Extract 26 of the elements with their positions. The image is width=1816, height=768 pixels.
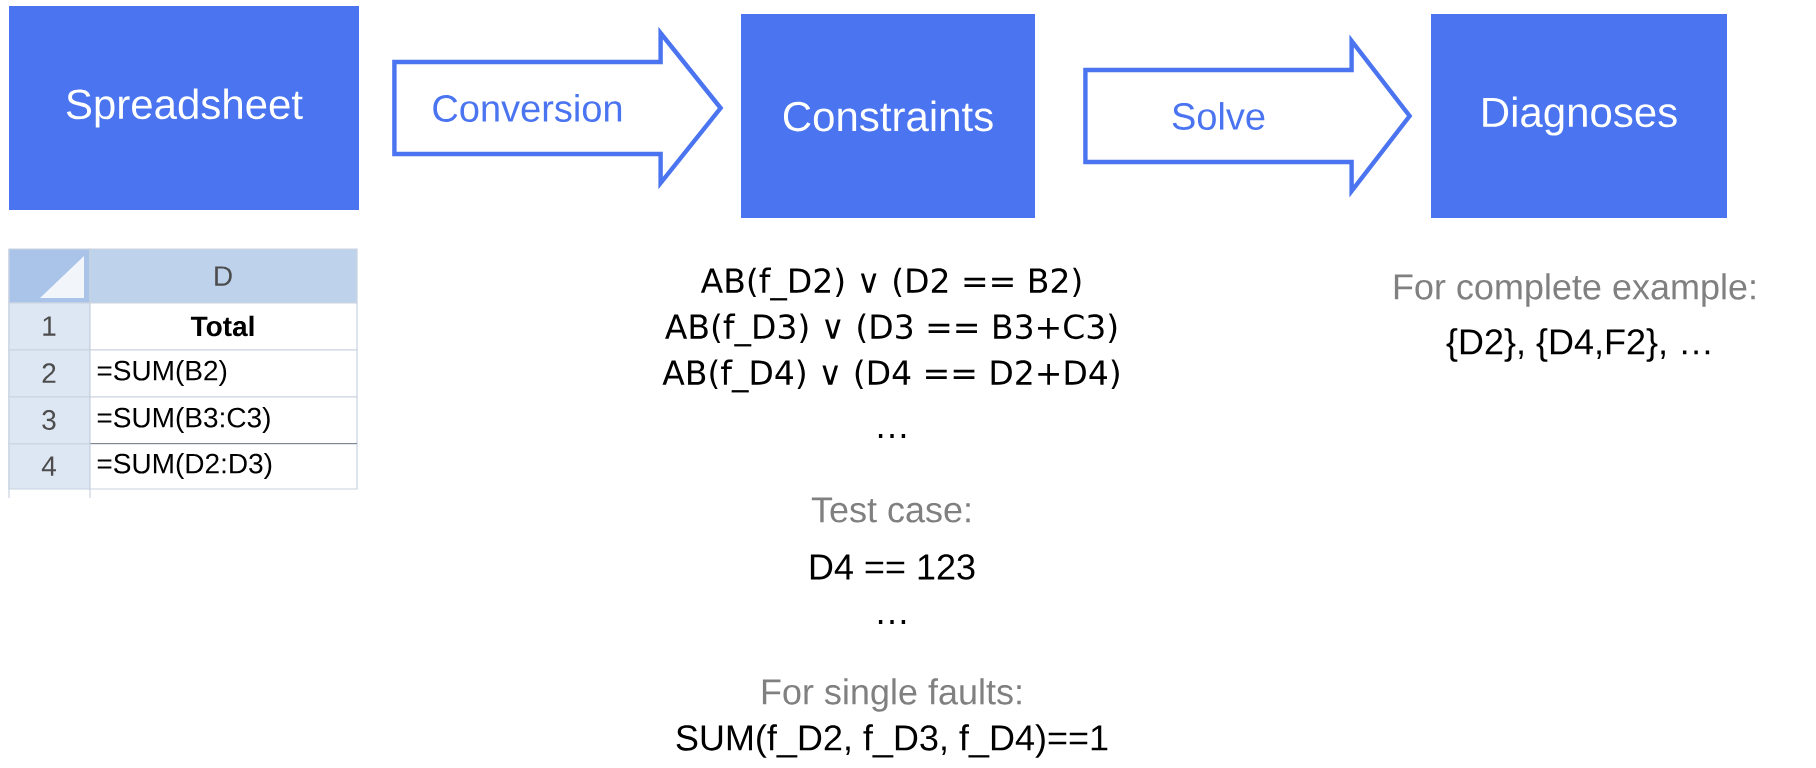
caption-text: Test case: (811, 497, 970, 523)
caption-text: For complete example: (1394, 273, 1755, 307)
constraint-text: SUM(f_D2, f_D3, f_D4)==1 (676, 724, 1108, 758)
ellipsis: … (878, 620, 906, 624)
process-box: Diagnoses (1431, 14, 1727, 218)
table-cell: =SUM(B2) (89, 349, 358, 398)
table-cell: =SUM(D2:D3) (89, 443, 358, 490)
constraint-text: AB(f_D3) ∨ (D3 == B3+C3) (665, 313, 1117, 347)
row-header: 2 (8, 349, 91, 398)
caption-text: For single faults: (762, 678, 1021, 712)
table-cell: =SUM(B3:C3) (89, 396, 358, 445)
row-header: 4 (8, 443, 91, 490)
ellipsis: … (878, 434, 906, 438)
edge-label: Conversion (429, 92, 626, 124)
constraint-text: D4 == 123 (810, 554, 975, 580)
row-header: 1 (8, 302, 91, 351)
edge-label: Solve (1169, 100, 1269, 132)
column-header: D (89, 248, 358, 304)
table-cell: Total (89, 302, 358, 351)
constraint-text: AB(f_D4) ∨ (D4 == D2+D4) (662, 359, 1119, 393)
process-box: Spreadsheet (9, 6, 359, 210)
block-arrow (1083, 34, 1413, 198)
constraint-text: AB(f_D2) ∨ (D2 == B2) (700, 267, 1081, 301)
constraint-text: {D2}, {D4,F2}, … (1446, 328, 1710, 362)
process-box: Constraints (741, 14, 1035, 218)
row-header: 3 (8, 396, 91, 445)
